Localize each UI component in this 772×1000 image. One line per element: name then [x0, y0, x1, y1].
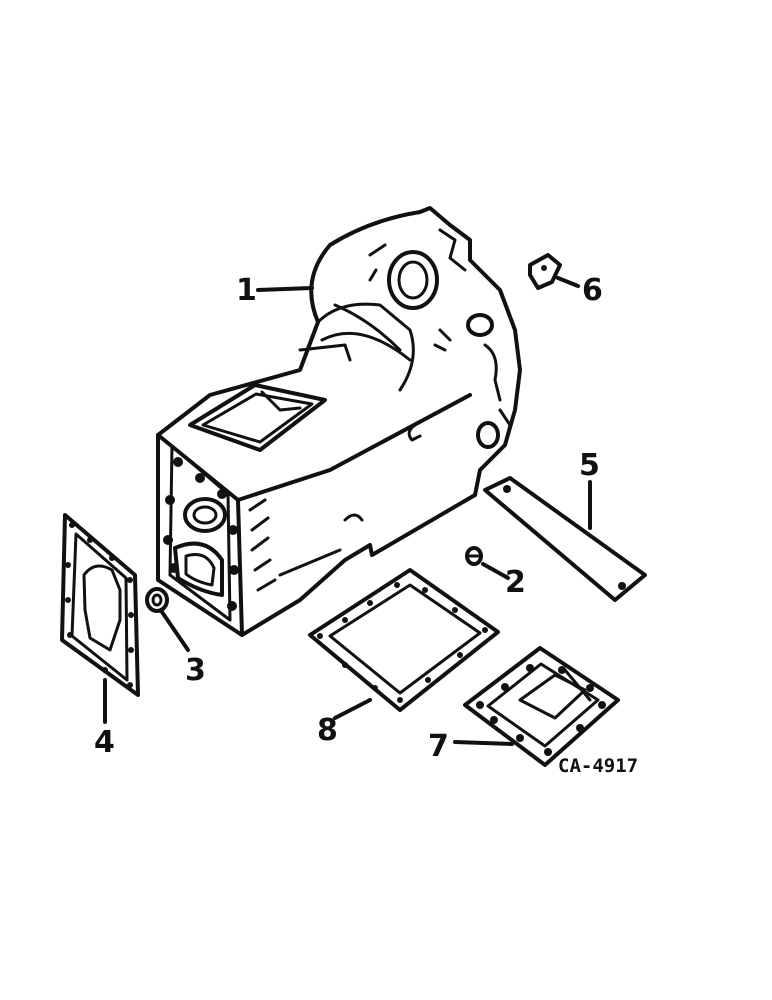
small-fitting	[528, 253, 562, 290]
strip-gasket	[483, 476, 647, 602]
square-gasket	[308, 568, 500, 712]
leader-lines	[103, 276, 592, 746]
callout-2: 2	[505, 565, 526, 600]
front-gasket	[60, 513, 140, 697]
callout-7: 7	[428, 729, 449, 764]
callout-3: 3	[185, 653, 206, 688]
cover-plate	[463, 646, 620, 767]
plug	[465, 546, 483, 566]
callout-1: 1	[236, 273, 257, 308]
seal-ring	[145, 587, 169, 613]
callout-8: 8	[317, 713, 338, 748]
callout-4: 4	[94, 725, 115, 760]
callout-6: 6	[582, 273, 603, 308]
main-housing	[156, 206, 522, 637]
callout-5: 5	[579, 448, 600, 483]
figure-code: CA-4917	[558, 755, 638, 777]
